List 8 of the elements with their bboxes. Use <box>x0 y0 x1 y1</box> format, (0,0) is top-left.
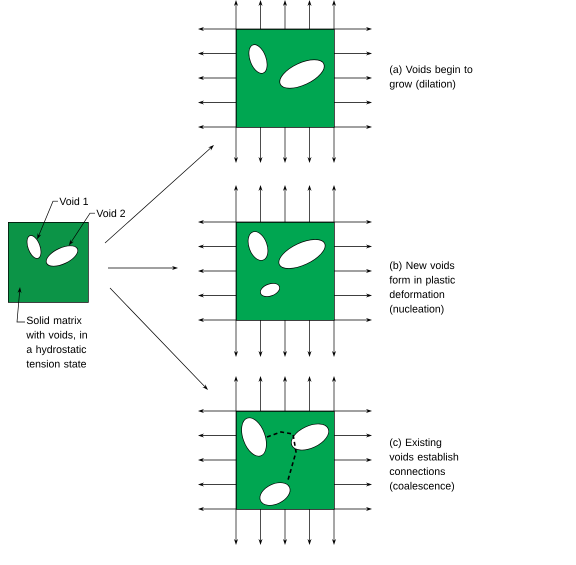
caption-text: (c) Existing voids establish connections (coalescence) <box>389 438 458 492</box>
caption-text: (b) New voids form in plastic deformation (nucleation) <box>390 261 455 315</box>
caption-text: (a) Voids begin to grow (dilation) <box>390 65 472 90</box>
label-text: Void 2 <box>96 209 125 218</box>
label-text: Solid matrix with voids, in a hydrostatic tension state <box>26 316 87 368</box>
arrow <box>110 288 208 390</box>
label-text: Void 1 <box>59 197 88 206</box>
arrow <box>104 145 214 244</box>
